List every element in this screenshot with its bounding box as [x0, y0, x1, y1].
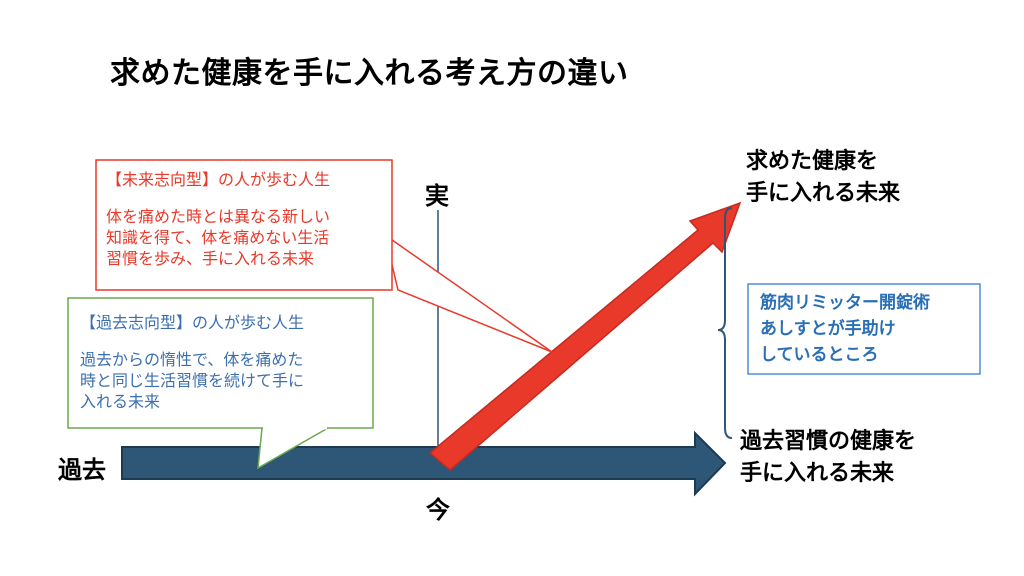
past-trend-arrow: [121, 430, 727, 497]
goal-top: 求めた健康を 手に入れる未来: [746, 146, 900, 210]
future-trend-arrow: [428, 201, 742, 471]
past-label: 過去: [58, 456, 106, 484]
goal-bottom: 過去習慣の健康を 手に入れる未来: [740, 426, 916, 490]
goal-top-line-2: 手に入れる未来: [746, 181, 901, 206]
support-box-frame: [747, 283, 981, 375]
support-box-line-3: しているところ: [760, 345, 879, 365]
past-box-heading: 【過去志向型】の人が歩む人生: [80, 313, 305, 332]
past-box-line-3: 入れる未来: [80, 392, 161, 411]
range-brace: [717, 207, 733, 439]
past-box-line-2: 時と同じ生活習慣を続けて手に: [80, 371, 305, 390]
support-box: 筋肉リミッター開錠術 あしすとが手助け しているところ: [760, 290, 930, 368]
future-box-callout: [383, 233, 553, 353]
future-box-line-3: 習慣を歩み、手に入れる未来: [106, 249, 315, 268]
support-box-line-1: 筋肉リミッター開錠術: [760, 293, 930, 313]
past-box-frame: [67, 297, 374, 429]
past-box-line-1: 過去からの惰性で、体を痛めた: [80, 350, 304, 369]
future-box: 【未来志向型】の人が歩む人生 体を痛めた時とは異なる新しい 知識を得て、体を痛め…: [106, 169, 330, 269]
future-box-line-2: 知識を得て、体を痛めない生活: [106, 228, 330, 247]
future-box-line-1: 体を痛めた時とは異なる新しい: [106, 207, 331, 226]
page-title: 求めた健康を手に入れる考え方の違い: [110, 56, 629, 91]
now-label: 今: [426, 496, 450, 524]
future-box-heading: 【未来志向型】の人が歩む人生: [106, 170, 331, 189]
goal-bottom-line-2: 手に入れる未来: [740, 461, 895, 486]
goal-bottom-line-1: 過去習慣の健康を: [740, 429, 917, 454]
goal-top-line-1: 求めた健康を: [746, 149, 879, 174]
support-box-line-2: あしすとが手助け: [760, 319, 896, 339]
jitsu-label: 実: [425, 182, 449, 210]
future-box-frame: [95, 159, 393, 291]
past-box: 【過去志向型】の人が歩む人生 過去からの惰性で、体を痛めた 時と同じ生活習慣を続…: [80, 312, 304, 412]
